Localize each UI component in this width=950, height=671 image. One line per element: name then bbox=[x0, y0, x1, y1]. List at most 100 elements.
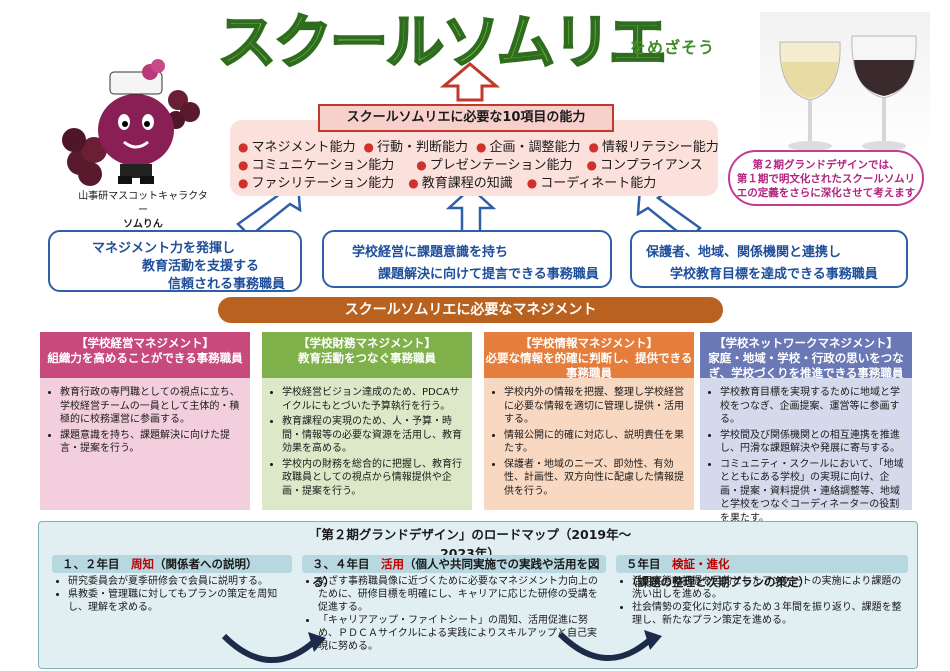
ability-item: ●マネジメント能力 bbox=[238, 140, 356, 155]
ability-item: ●教育課程の知識 bbox=[408, 176, 513, 191]
management-header: スクールソムリエに必要なマネジメント bbox=[218, 297, 723, 323]
mascot-name: ソムりん bbox=[123, 219, 163, 230]
ability-item: ●コンプライアンス bbox=[586, 158, 703, 173]
note-line: エの定義をさらに深化させて考えます bbox=[736, 187, 916, 199]
mascot-caption: 山事研マスコットキャラクター ソムりん bbox=[78, 190, 208, 232]
bullet-icon: ● bbox=[363, 140, 374, 154]
abilities-row-3: ●ファシリテーション能力 ●教育課程の知識 ●コーディネート能力 bbox=[238, 172, 664, 191]
mascot-caption-line1: 山事研マスコットキャラクター bbox=[78, 191, 208, 216]
column-body-network-management: 学校教育目標を実現するために地域と学校をつなぎ、企画提案、運営等に参画する。 学… bbox=[700, 378, 912, 524]
roadmap-stage-3-heading: ５年目 検証・進化 （課題の整理と次期プランの策定） bbox=[616, 555, 908, 589]
bullet-icon: ● bbox=[476, 140, 487, 154]
list-item: 学校間及び関係機関との相互連携を推進し、円滑な課題解決や発展に寄与する。 bbox=[720, 429, 906, 456]
stage-keyword: 活用 bbox=[381, 557, 404, 571]
column-subheading: 必要な情報を的確に判断し、提供できる事務職員 bbox=[485, 351, 693, 380]
column-subheading: 教育活動をつなぐ事務職員 bbox=[298, 351, 436, 365]
abilities-row-1: ●マネジメント能力 ●行動・判断能力 ●企画・調整能力 ●情報リテラシー能力 bbox=[238, 136, 727, 155]
target-line: 課題解決に向けて提言できる事務職員 bbox=[378, 267, 599, 282]
column-heading-finance-management: 【学校財務マネジメント】 教育活動をつなぐ事務職員 bbox=[262, 332, 472, 378]
abilities-title: スクールソムリエに必要な10項目の能力 bbox=[318, 104, 614, 132]
column-heading: 【学校情報マネジメント】 bbox=[520, 336, 658, 350]
column-body-school-management: 教育行政の専門職としての視点に立ち、学校経営チームの一員として主体的・積極的に校… bbox=[40, 378, 250, 510]
stage-year: ３、４年目 bbox=[312, 557, 370, 571]
list-item: 学校経営ビジョン達成のため、PDCAサイクルにもとづいた予算執行を行う。 bbox=[282, 386, 466, 413]
roadmap-arrow-icon bbox=[557, 630, 662, 661]
list-item: 県教委・管理職に対してもプランの策定を周知し、理解を求める。 bbox=[68, 588, 288, 614]
column-body-information-management: 学校内外の情報を把握、整理し学校経営に必要な情報を適切に管理し提供・活用する。 … bbox=[484, 378, 694, 510]
list-item: 教育行政の専門職としての視点に立ち、学校経営チームの一員として主体的・積極的に校… bbox=[60, 386, 244, 427]
bullet-icon: ● bbox=[588, 140, 599, 154]
target-line: 学校経営に課題意識を持ち bbox=[352, 245, 509, 260]
list-item: 教育課程の実現のため、人・予算・時間・情報等の必要な資源を活用し、教育効果を高め… bbox=[282, 415, 466, 456]
stage-year: １、２年目 bbox=[62, 557, 120, 571]
stage-keyword: 周知 bbox=[131, 557, 154, 571]
target-box-3: 保護者、地域、関係機関と連携し 学校教育目標を達成できる事務職員 bbox=[630, 230, 908, 288]
list-item: 課題意識を持ち、課題解決に向けた提言・提案を行う。 bbox=[60, 429, 244, 456]
target-line: 教育活動を支援する bbox=[142, 259, 260, 274]
page-subtitle: をめざそう bbox=[630, 38, 716, 57]
list-item: 「キャリアアップ・ファイトシート」の周知、活用促進に努め、ＰＤＣＡサイクルによる… bbox=[318, 614, 606, 653]
column-body-finance-management: 学校経営ビジョン達成のため、PDCAサイクルにもとづいた予算執行を行う。 教育課… bbox=[262, 378, 472, 510]
abilities-row-2: ●コミュニケーション能力 ●プレゼンテーション能力 ●コンプライアンス bbox=[238, 154, 711, 173]
list-item: 学校教育目標を実現するために地域と学校をつなぎ、企画提案、運営等に参画する。 bbox=[720, 386, 906, 427]
mascot-illustration bbox=[62, 59, 200, 186]
bullet-icon: ● bbox=[238, 176, 249, 190]
up-arrow-icon bbox=[440, 62, 500, 102]
abilities-box: ●マネジメント能力 ●行動・判断能力 ●企画・調整能力 ●情報リテラシー能力 ●コミュ… bbox=[230, 120, 719, 196]
target-line: マネジメント力を発揮し bbox=[92, 241, 236, 256]
column-subheading: 家庭・地域・学校・行政の思いをつなぎ、学校づくりを推進できる事務職員 bbox=[708, 351, 904, 380]
grand-design-note: 第２期グランドデザインでは、 第１期で明文化されたスクールソムリ エの定義をさら… bbox=[728, 150, 924, 206]
column-heading-network-management: 【学校ネットワークマネジメント】 家庭・地域・学校・行政の思いをつなぎ、学校づく… bbox=[700, 332, 912, 380]
target-box-1: マネジメント力を発揮し 教育活動を支援する 信頼される事務職員 bbox=[48, 230, 302, 292]
roadmap-stage-2-heading: ３、４年目 活用（個人や共同実施での実践や活用を図る） bbox=[302, 555, 606, 589]
stage-year: ５年目 bbox=[626, 557, 661, 571]
column-heading: 【学校経営マネジメント】 bbox=[76, 336, 214, 350]
target-line: 保護者、地域、関係機関と連携し bbox=[646, 245, 842, 260]
list-item: 保護者・地域のニーズ、即効性、有効性、計画性、双方向性に配慮した情報提供を行う。 bbox=[504, 458, 688, 499]
ability-item: ●コーディネート能力 bbox=[526, 176, 657, 191]
ability-item: ●プレゼンテーション能力 bbox=[416, 158, 573, 173]
target-line: 信頼される事務職員 bbox=[168, 277, 286, 292]
grape-bunch-icon bbox=[62, 90, 200, 186]
list-item: 社会情勢の変化に対応するため３年間を振り返り、課題を整理し、新たなプラン策定を進… bbox=[632, 601, 906, 627]
wine-glasses-illustration bbox=[760, 12, 930, 160]
bullet-icon: ● bbox=[416, 158, 427, 172]
stage-detail: （関係者への説明） bbox=[154, 557, 258, 571]
roadmap-arrow-icon bbox=[221, 632, 326, 663]
ability-item: ●企画・調整能力 bbox=[476, 140, 581, 155]
roadmap-stage-3-body: 活用実態の把握を目的としたアンケートの実施により課題の洗い出しを進める。 社会情… bbox=[620, 575, 906, 627]
stage-detail: （個人や共同実施での実践や活用を図る） bbox=[312, 557, 600, 589]
ability-item: ●行動・判断能力 bbox=[363, 140, 469, 155]
roadmap-stage-2-body: めざす事務職員像に近づくために必要なマネジメント力向上のために、研修目標を明確に… bbox=[306, 575, 606, 653]
ability-item: ●ファシリテーション能力 bbox=[238, 176, 395, 191]
stage-detail: （課題の整理と次期プランの策定） bbox=[626, 575, 810, 589]
target-line: 学校教育目標を達成できる事務職員 bbox=[670, 267, 878, 282]
note-line: 第１期で明文化されたスクールソムリ bbox=[736, 173, 916, 185]
roadmap-panel bbox=[38, 521, 918, 669]
list-item: めざす事務職員像に近づくために必要なマネジメント力向上のために、研修目標を明確に… bbox=[318, 575, 606, 614]
column-heading-school-management: 【学校経営マネジメント】 組織力を高めることができる事務職員 bbox=[40, 332, 250, 378]
column-heading-information-management: 【学校情報マネジメント】 必要な情報を的確に判断し、提供できる事務職員 bbox=[484, 332, 694, 380]
stage-keyword: 検証・進化 bbox=[672, 557, 730, 571]
list-item: コミュニティ・スクールにおいて、「地域とともにある学校」の実現に向け、企画・提案… bbox=[720, 458, 906, 526]
list-item: 情報公開に的確に対応し、説明責任を果たす。 bbox=[504, 429, 688, 456]
list-item: 活用実態の把握を目的としたアンケートの実施により課題の洗い出しを進める。 bbox=[632, 575, 906, 601]
page-title: スクールソムリエ bbox=[217, 7, 668, 74]
target-box-2: 学校経営に課題意識を持ち 課題解決に向けて提言できる事務職員 bbox=[322, 230, 612, 288]
roadmap-stage-1-heading: １、２年目 周知（関係者への説明） bbox=[52, 555, 292, 573]
column-heading: 【学校ネットワークマネジメント】 bbox=[714, 336, 898, 350]
svg-text:スクールソムリエ: スクールソムリエ bbox=[218, 8, 665, 74]
note-line: 第２期グランドデザインでは、 bbox=[752, 159, 900, 171]
list-item: 学校内外の情報を把握、整理し学校経営に必要な情報を適切に管理し提供・活用する。 bbox=[504, 386, 688, 427]
list-item: 研究委員会が夏季研修会で会員に説明する。 bbox=[68, 575, 288, 588]
list-item: 学校内の財務を総合的に把握し、教育行政職員としての視点から情報提供や企画・提案を… bbox=[282, 458, 466, 499]
ability-item: ●コミュニケーション能力 bbox=[238, 158, 395, 173]
bullet-icon: ● bbox=[586, 158, 597, 172]
bullet-icon: ● bbox=[408, 176, 419, 190]
bullet-icon: ● bbox=[526, 176, 538, 190]
column-heading: 【学校財務マネジメント】 bbox=[298, 336, 436, 350]
bullet-icon: ● bbox=[238, 140, 249, 154]
column-subheading: 組織力を高めることができる事務職員 bbox=[47, 351, 243, 365]
bullet-icon: ● bbox=[238, 158, 249, 172]
ability-item: ●情報リテラシー能力 bbox=[588, 140, 719, 155]
